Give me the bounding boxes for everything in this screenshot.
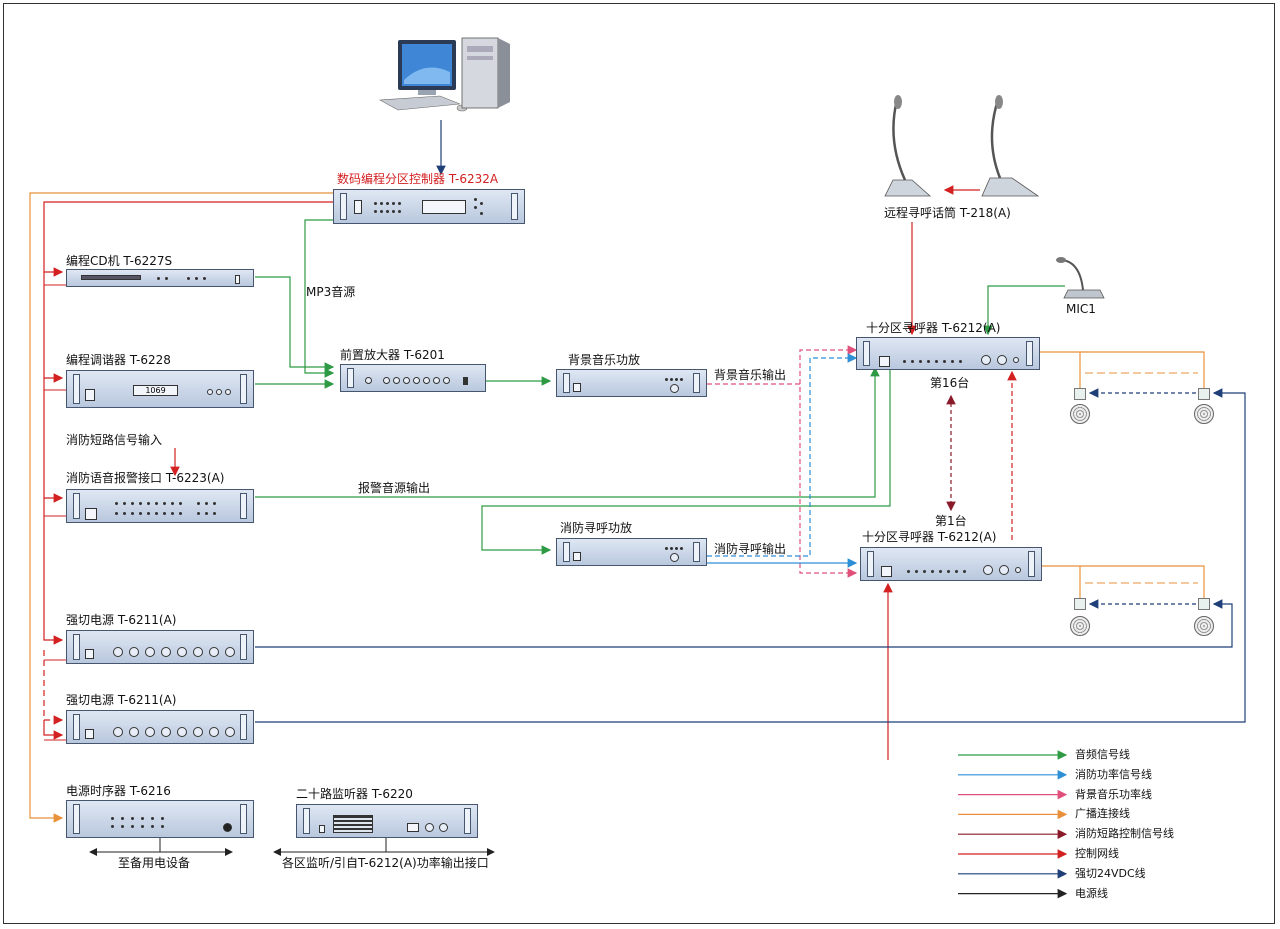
tuner-device: 1069 (66, 370, 254, 408)
legend-label: 音频信号线 (1075, 748, 1130, 761)
junction-box (1074, 388, 1086, 400)
cd-player-device (66, 269, 254, 287)
power-supply-2-label: 强切电源 T-6211(A) (66, 693, 177, 707)
sequencer-device (66, 800, 254, 838)
bgm-amp-device (556, 369, 707, 397)
power-supply-1-device (66, 630, 254, 664)
speaker-icon (1194, 616, 1214, 636)
sequencer-label: 电源时序器 T-6216 (66, 784, 171, 798)
computer-icon (378, 37, 510, 112)
fire-amp-device (556, 538, 707, 566)
monitor-device (296, 804, 478, 838)
unit-16-label: 第16台 (930, 376, 970, 390)
speaker-icon (1070, 404, 1090, 424)
fire-output-label: 消防寻呼输出 (714, 542, 787, 556)
tuner-display: 1069 (133, 385, 178, 396)
monitor-label: 二十路监听器 T-6220 (296, 787, 413, 801)
junction-box (1198, 598, 1210, 610)
fire-amp-label: 消防寻呼功放 (560, 521, 633, 535)
mp3-source-label: MP3音源 (306, 285, 356, 299)
mic1-label: MIC1 (1066, 302, 1096, 316)
junction-box (1198, 388, 1210, 400)
remote-mic-label: 远程寻呼话筒 T-218(A) (884, 206, 1011, 220)
speaker-icon (1070, 616, 1090, 636)
controller-device (333, 189, 525, 224)
gooseneck-mic-icon (884, 95, 932, 197)
power-supply-1-label: 强切电源 T-6211(A) (66, 613, 177, 627)
legend-label: 消防短路控制信号线 (1075, 827, 1174, 841)
fire-interface-device (66, 489, 254, 523)
alarm-output-label: 报警音源输出 (358, 481, 431, 495)
cd-player-label: 编程CD机 T-6227S (66, 254, 173, 268)
pager-16-device (856, 337, 1040, 370)
bgm-output-label: 背景音乐输出 (714, 368, 787, 382)
legend-label: 广播连接线 (1075, 807, 1130, 821)
bgm-amp-label: 背景音乐功放 (568, 353, 641, 367)
legend-label: 消防功率信号线 (1075, 767, 1152, 781)
junction-box (1074, 598, 1086, 610)
pager-1-device (860, 547, 1042, 581)
preamp-label: 前置放大器 T-6201 (340, 348, 445, 362)
pager-1-label: 十分区寻呼器 T-6212(A) (862, 530, 997, 544)
controller-label: 数码编程分区控制器 T-6232A (337, 172, 499, 186)
fire-interface-label: 消防语音报警接口 T-6223(A) (66, 471, 225, 485)
monitor-note-label: 各区监听/引自T-6212(A)功率输出接口 (282, 856, 489, 870)
speaker-icon (1194, 404, 1214, 424)
gooseneck-mic-icon (981, 95, 1040, 197)
diagram-frame (3, 3, 1275, 924)
pager-16-label: 十分区寻呼器 T-6212(A) (866, 321, 1001, 335)
unit-1-label: 第1台 (935, 514, 967, 528)
power-supply-2-device (66, 710, 254, 744)
desk-mic-icon (1056, 257, 1105, 299)
legend-label: 控制网线 (1075, 847, 1119, 860)
tuner-label: 编程调谐器 T-6228 (66, 353, 171, 367)
to-equipment-label: 至备用电设备 (118, 856, 191, 870)
legend-label: 电源线 (1075, 886, 1108, 900)
preamp-device (340, 364, 486, 392)
legend-label: 强切24VDC线 (1075, 866, 1146, 880)
fire-input-label: 消防短路信号输入 (66, 433, 163, 447)
legend-label: 背景音乐功率线 (1075, 787, 1152, 801)
